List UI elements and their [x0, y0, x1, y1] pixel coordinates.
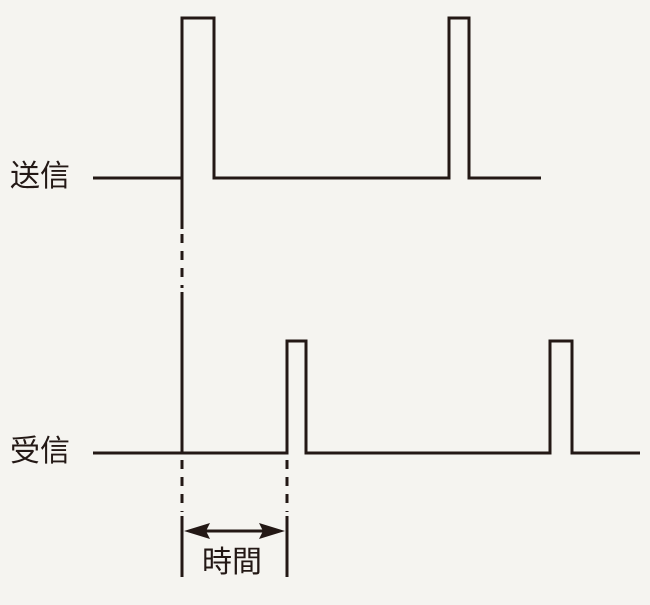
- receive-signal-line: [93, 339, 640, 455]
- transmit-signal-line: [93, 16, 541, 180]
- transmit-label: 送信: [10, 159, 70, 194]
- time-arrow-right-head: [259, 523, 285, 539]
- time-label: 時間: [202, 545, 262, 580]
- time-arrow-left-head: [184, 523, 210, 539]
- receive-label: 受信: [10, 434, 70, 469]
